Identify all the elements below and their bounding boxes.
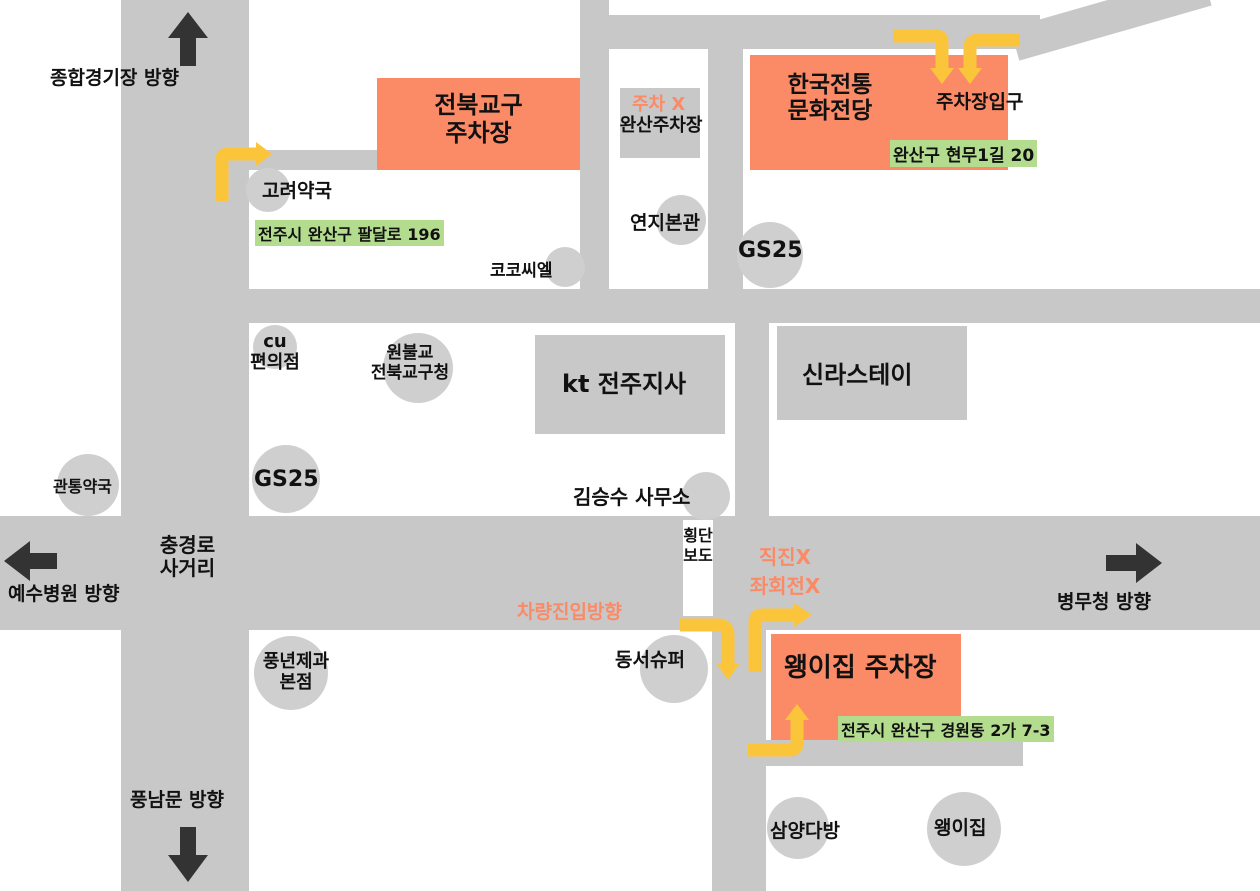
label-intersection: 충경로 사거리: [159, 533, 216, 580]
label-hanguk-hall: 한국전통 문화전당: [787, 72, 873, 125]
marker-cu: [253, 325, 297, 369]
building-kt: [535, 335, 725, 434]
label-cocoseal: 코코씨엘: [490, 261, 553, 281]
direction-south-label: 풍남문 방향: [130, 789, 225, 811]
route-arrow-jeonbuk-icon: [215, 147, 258, 201]
label-gs25-left: GS25: [254, 467, 319, 492]
road-mid-vertical-3: [735, 315, 769, 525]
road-top-horizontal: [580, 15, 1040, 49]
marker-cocoseal: [545, 247, 585, 287]
road-lower-horizontal: [766, 740, 1023, 766]
marker-pungnyeon: [254, 636, 328, 710]
marker-gs25-left: [252, 445, 320, 513]
label-wansan-parking: 완산주차장: [619, 115, 703, 136]
crosswalk-label: 횡단보도: [683, 526, 713, 565]
label-kim-office: 김승수 사무소: [573, 485, 691, 509]
label-goryeo-pharmacy: 고려약국: [262, 180, 332, 202]
label-dongseo: 동서슈퍼: [615, 649, 685, 671]
building-wansan-parking: [620, 88, 700, 158]
marker-yeonji: [656, 195, 706, 245]
marker-dongseo: [640, 635, 708, 703]
note-parking-entrance: 주차장입구: [936, 91, 1024, 113]
crosswalk: [683, 520, 713, 616]
arrow-east-icon: [1106, 543, 1162, 583]
marker-kim-office: [682, 472, 730, 520]
label-wonbulgyo: 원불교 전북교구청: [370, 343, 450, 383]
building-silla: [777, 326, 967, 420]
route-arrow-hanguk-2-icon: [963, 33, 1020, 70]
road-small-horizontal: [249, 150, 379, 170]
route-arrow-straight-icon: [748, 608, 796, 672]
label-kt: kt 전주지사: [562, 370, 687, 398]
label-silla: 신라스테이: [802, 361, 913, 389]
road-main-horizontal: [0, 516, 1260, 630]
address-hanguk: 완산구 현무1길 20: [890, 140, 1038, 167]
address-waengi: 전주시 완산구 경원동 2가 7-3: [838, 716, 1054, 742]
marker-samyang: [767, 797, 829, 859]
arrow-west-icon: [4, 541, 57, 581]
note-no-parking: 주차 X: [632, 94, 686, 115]
label-jeonbuk-parking: 전북교구 주차장: [434, 91, 523, 147]
direction-west-label: 예수병원 방향: [8, 583, 120, 605]
marker-wonbulgyo: [383, 333, 453, 403]
route-arrow-waengi-icon: [748, 718, 804, 757]
direction-north-label: 종합경기장 방향: [50, 67, 179, 89]
label-pungnyeon: 풍년제과 본점: [262, 651, 330, 693]
building-jeonbuk-parking: [377, 78, 580, 170]
marker-goryeo-pharmacy: [246, 168, 290, 212]
route-arrow-entry-icon: [680, 618, 735, 665]
label-gwantong: 관통약국: [53, 477, 112, 496]
note-turn: 좌회전X: [749, 574, 821, 598]
marker-gs25-top: [737, 222, 803, 288]
marker-waengi: [927, 792, 1001, 866]
label-samyang: 삼양다방: [770, 820, 840, 842]
label-gs25-top: GS25: [738, 238, 803, 263]
marker-gwantong: [57, 454, 119, 516]
direction-east-label: 병무청 방향: [1057, 591, 1152, 613]
route-arrow-hanguk-1-icon: [893, 29, 949, 70]
note-straight: 직진X: [758, 545, 812, 569]
label-waengi-parking: 왱이집 주차장: [784, 653, 937, 683]
address-jeonbuk: 전주시 완산구 팔달로 196: [255, 220, 444, 246]
road-mid-vertical-1: [580, 0, 609, 300]
label-cu: cu 편의점: [250, 331, 300, 373]
label-waengi: 왱이집: [934, 817, 987, 839]
label-yeonji: 연지본관: [630, 212, 700, 234]
arrow-north-icon: [168, 12, 208, 66]
note-entry-direction: 차량진입방향: [517, 601, 622, 623]
arrow-south-icon: [168, 827, 208, 882]
